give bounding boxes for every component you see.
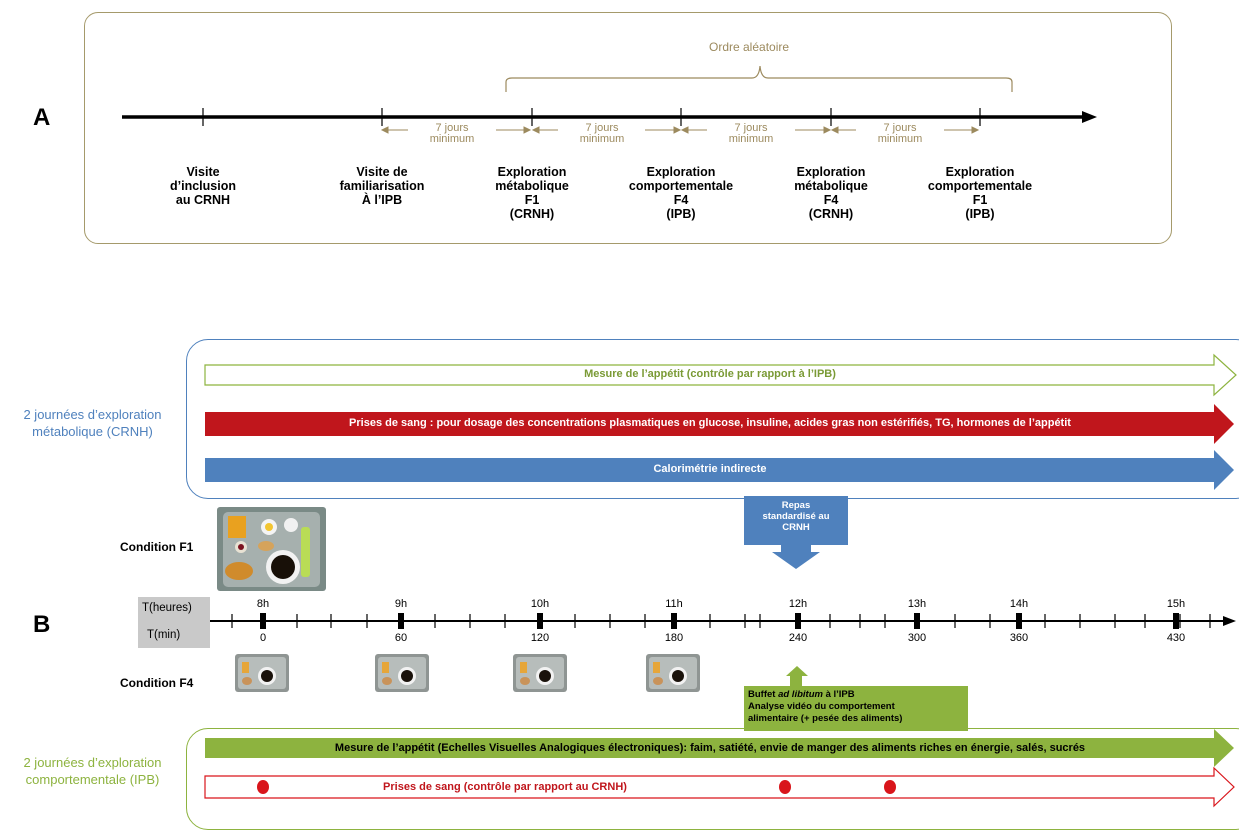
blood-samples-text: Prises de sang : pour dosage des concent… — [349, 417, 1071, 429]
visit-inclusion: Visite d’inclusion au CRNH — [170, 165, 236, 207]
time-axis — [210, 613, 1236, 629]
panel-a-letter: A — [33, 104, 51, 131]
minute-tick-label: 60 — [394, 632, 408, 644]
hour-tick-label: 13h — [907, 598, 927, 610]
blood-sample-marker-4h — [779, 780, 791, 794]
calorimetry-text: Calorimétrie indirecte — [653, 463, 767, 475]
appetite-eva-arrow — [205, 729, 1234, 767]
hour-tick-label: 10h — [530, 598, 550, 610]
hour-tick-label: 14h — [1009, 598, 1029, 610]
appetite-control-text: Mesure de l’appétit (contrôle par rappor… — [584, 368, 836, 380]
minute-tick-label: 430 — [1166, 632, 1186, 644]
buffet-callout-arrow — [786, 666, 808, 686]
random-order-brace — [505, 65, 1013, 92]
tray-f4-image-0h — [235, 654, 289, 692]
behavioral-arrows — [204, 729, 1235, 808]
visit-metabolic-f4: Exploration métabolique F4 (CRNH) — [794, 165, 868, 221]
blood-sample-marker-5h — [884, 780, 896, 794]
buffet-callout: Buffet ad libitum à l’IPB Analyse vidéo … — [744, 686, 968, 731]
tray-f1-image — [217, 507, 326, 591]
hour-tick-label: 11h — [665, 598, 683, 610]
appetite-eva-text: Mesure de l’appétit (Echelles Visuelles … — [334, 742, 1086, 754]
blood-sample-marker-0h — [257, 780, 269, 794]
time-axis-arrowhead — [1223, 616, 1236, 626]
hour-tick-label: 12h — [788, 598, 808, 610]
hour-tick-label: 9h — [394, 598, 408, 610]
buffet-line2: Analyse vidéo du comportement — [748, 701, 895, 712]
timeline-a-arrowhead — [1082, 111, 1097, 123]
behavioral-label: 2 journées d’exploration comportementale… — [23, 755, 162, 787]
panel-a-frame — [84, 12, 1172, 244]
buffet-suffix: à l’IPB — [822, 689, 855, 700]
minute-tick-label: 300 — [907, 632, 927, 644]
panel-a-timeline — [122, 65, 1097, 134]
condition-f4-label: Condition F4 — [120, 676, 194, 690]
visit-familiarisation: Visite de familiarisation À l’IPB — [339, 165, 425, 207]
blood-control-text: Prises de sang (contrôle par rapport au … — [383, 781, 627, 793]
tray-f4-image-2h — [513, 654, 567, 692]
hour-tick-label: 15h — [1166, 598, 1186, 610]
minute-tick-label: 120 — [530, 632, 550, 644]
blood-control-arrow — [204, 766, 1235, 808]
tray-f4-image-1h — [375, 654, 429, 692]
visit-behavioral-f4: Exploration comportementale F4 (IPB) — [628, 165, 734, 221]
condition-f1-label: Condition F1 — [120, 540, 194, 554]
buffet-italic: ad libitum — [778, 689, 823, 700]
random-order-label: Ordre aléatoire — [709, 40, 790, 54]
calorimetry-arrow — [205, 450, 1234, 490]
minutes-axis-label: T(min) — [147, 629, 181, 641]
blood-samples-arrow — [205, 404, 1234, 444]
metabolic-frame — [186, 339, 1239, 499]
meal-callout-text: Repas standardisé au CRNH — [762, 500, 830, 533]
metabolic-label: 2 journées d’exploration métabolique (CR… — [23, 407, 162, 439]
visit-behavioral-f1: Exploration comportementale F1 (IPB) — [927, 165, 1033, 221]
meal-callout-shape — [744, 496, 848, 569]
hour-tick-label: 8h — [256, 598, 270, 610]
buffet-prefix: Buffet — [748, 689, 779, 700]
tray-f4-image-3h — [646, 654, 700, 692]
minute-tick-label: 360 — [1009, 632, 1029, 644]
minute-tick-label: 0 — [259, 632, 267, 644]
buffet-line3: alimentaire (+ pesée des aliments) — [748, 713, 903, 724]
minute-tick-label: 180 — [664, 632, 684, 644]
appetite-control-arrow — [204, 353, 1237, 397]
panel-b-letter: B — [33, 611, 51, 638]
hours-axis-label: T(heures) — [142, 602, 192, 614]
time-axis-label-box — [138, 597, 210, 648]
metabolic-arrows — [204, 353, 1237, 569]
minute-tick-label: 240 — [788, 632, 808, 644]
visit-metabolic-f1: Exploration métabolique F1 (CRNH) — [495, 165, 569, 221]
